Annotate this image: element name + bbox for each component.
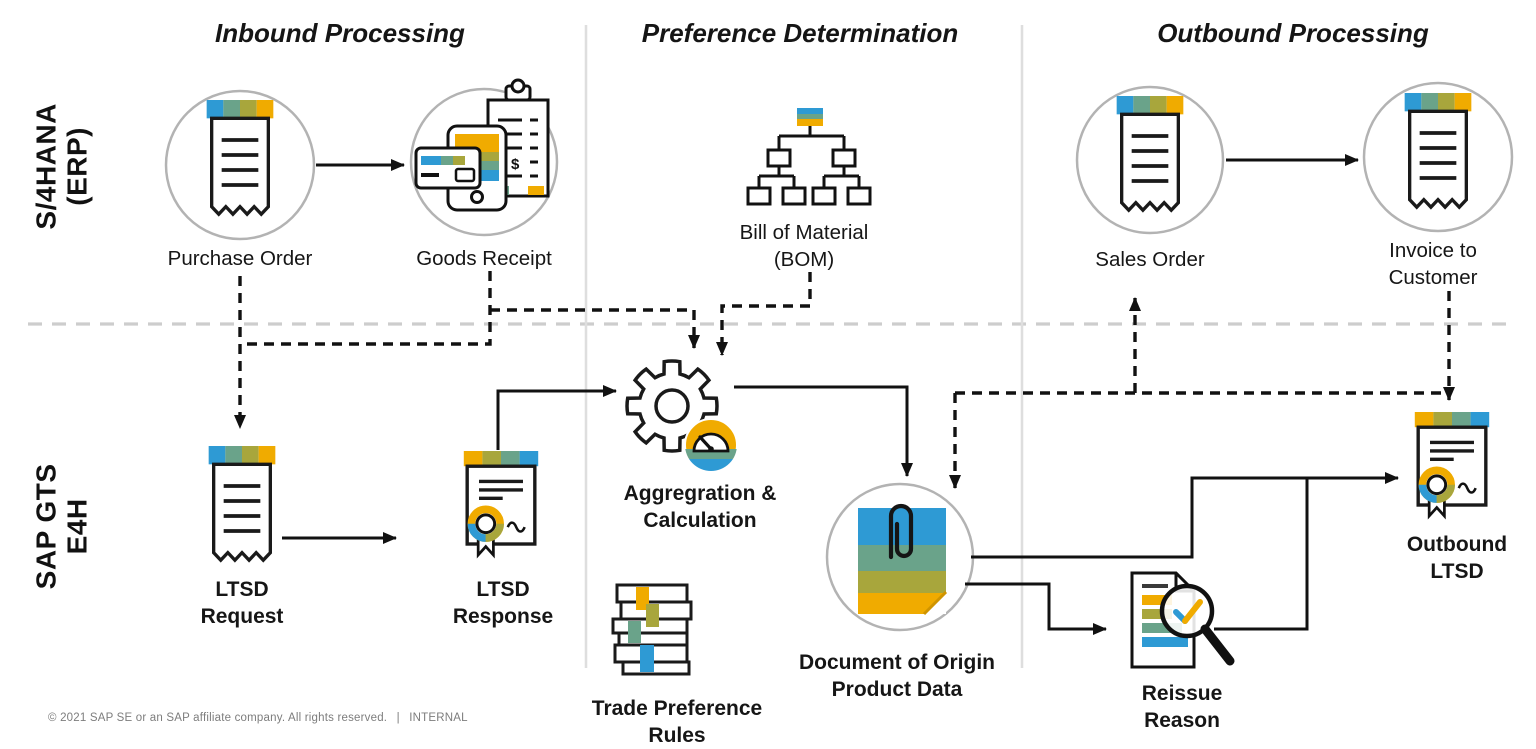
arrow-aggregation-to-document-of-origin xyxy=(734,385,913,477)
dollar-glyph: $ xyxy=(511,156,520,173)
label-ltsd-request: LTSD Request xyxy=(200,578,284,629)
footer-separator: | xyxy=(396,712,400,724)
document-of-origin-icon xyxy=(858,503,948,616)
sales-order-icon xyxy=(1115,96,1185,213)
solid-connectors xyxy=(282,154,1399,635)
label-goods-receipt: Goods Receipt xyxy=(416,247,552,270)
label-purchase-order: Purchase Order xyxy=(167,247,313,270)
column-heading-inbound: Inbound Processing xyxy=(215,18,465,48)
goods-receipt-icon: $ xyxy=(414,78,550,212)
label-bom: Bill of Material (BOM) xyxy=(739,221,869,271)
arrow-document-of-origin-to-reissue-reason xyxy=(965,582,1107,635)
footer: © 2021 SAP SE or an SAP affiliate compan… xyxy=(48,712,474,724)
arrow-ltsd-response-to-aggregation xyxy=(496,385,617,450)
classification-badge: INTERNAL xyxy=(409,712,468,724)
label-trade-rules: Trade Preference Rules xyxy=(591,697,763,748)
arrow-document-of-origin-to-outbound-ltsd xyxy=(971,472,1399,559)
gauge-badge-icon xyxy=(684,418,738,472)
dashed-connectors xyxy=(234,271,1455,489)
label-invoice: Invoice to Customer xyxy=(1388,239,1478,289)
dashed-goods-receipt-down-left xyxy=(244,271,492,346)
copyright-text: © 2021 SAP SE or an SAP affiliate compan… xyxy=(48,712,388,724)
reissue-reason-icon xyxy=(1130,571,1235,669)
dashed-bom-to-aggregation xyxy=(716,272,812,356)
paperclip-icon xyxy=(888,503,914,560)
label-outbound-ltsd: Outbound LTSD xyxy=(1406,533,1508,584)
label-sales-order: Sales Order xyxy=(1095,248,1205,271)
dashed-goods-receipt-to-aggregation xyxy=(490,308,700,349)
label-reissue-reason: Reissue Reason xyxy=(1141,682,1223,733)
bom-icon xyxy=(746,108,872,206)
lane-label-s4hana: S/4HANA (ERP) xyxy=(30,103,93,230)
connector-reissue-reason-to-outbound-ltsd xyxy=(1214,479,1309,631)
label-aggregation: Aggregration & Calculation xyxy=(623,482,777,533)
ltsd-response-icon xyxy=(464,451,538,555)
aggregation-gear-icon xyxy=(625,359,738,472)
purchase-order-icon xyxy=(205,100,275,217)
label-document-of-origin: Document of Origin Product Data xyxy=(799,651,995,702)
column-heading-preference: Preference Determination xyxy=(641,18,959,48)
column-heading-outbound: Outbound Processing xyxy=(1157,18,1429,48)
invoice-icon xyxy=(1403,93,1473,210)
ltsd-request-icon xyxy=(207,446,277,563)
trade-preference-rules-icon xyxy=(611,583,693,676)
lane-label-sap-gts: SAP GTS E4H xyxy=(30,463,93,590)
magnifier-icon xyxy=(1159,583,1215,639)
label-ltsd-response: LTSD Response xyxy=(452,578,554,629)
outbound-ltsd-icon xyxy=(1415,412,1489,516)
